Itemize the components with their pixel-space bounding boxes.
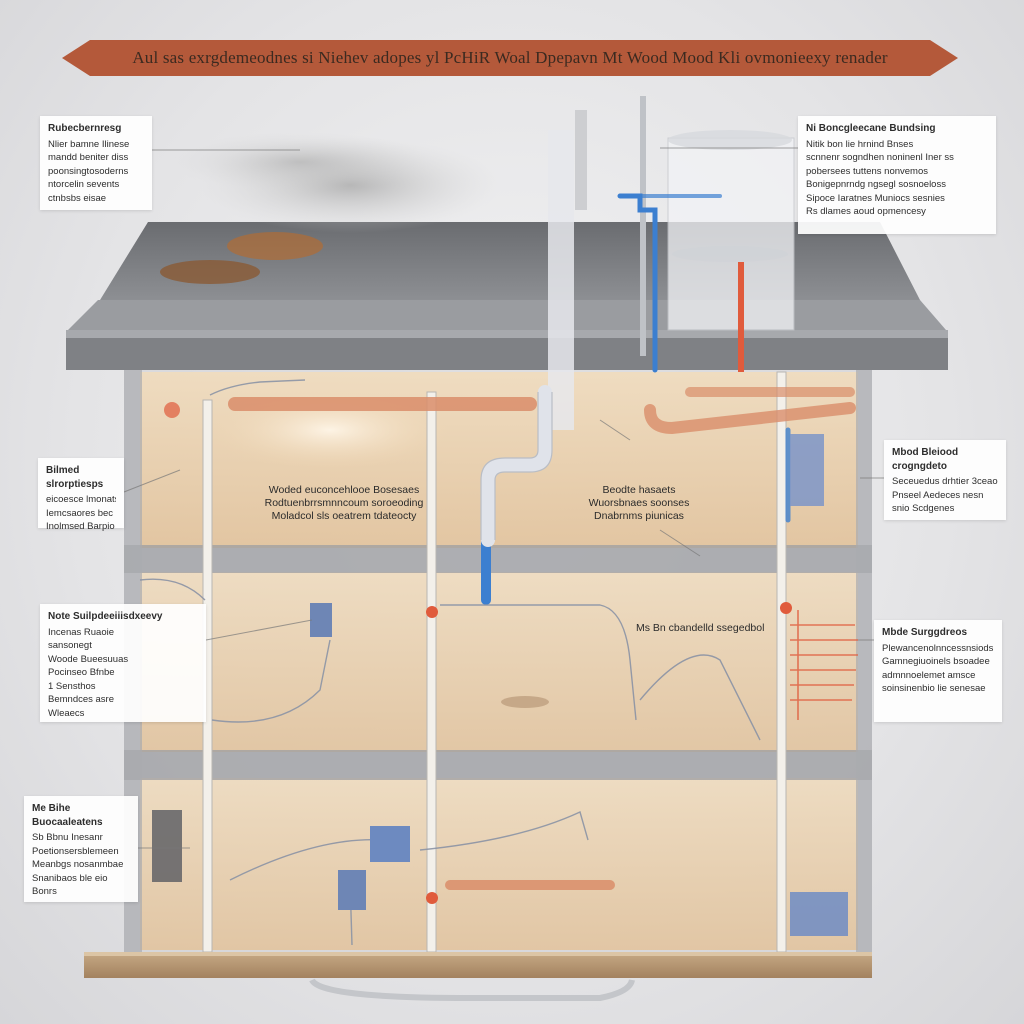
fan-unit <box>310 603 332 637</box>
connector-2 <box>780 602 792 614</box>
grill-panel <box>152 810 182 882</box>
callout-line: Meanbgs nosanmbae <box>32 859 124 870</box>
control-box-right <box>790 434 824 506</box>
callout-line: Sipoce Iaratnes Muniocs sesnies <box>806 192 945 204</box>
callout-head: Mbod Bleiood crogngdeto <box>892 447 959 472</box>
callout-line: Inolmsed Barpio seem <box>46 521 116 532</box>
callout-line: Bonrs <box>32 886 57 897</box>
callout-line: mandd beniter diss <box>48 152 129 163</box>
section-label-line: Ms Bn cbandelld ssegedbol <box>636 622 765 634</box>
floor-slab-1 <box>124 545 872 573</box>
callout-line: admnnoelemet amsce <box>882 669 976 681</box>
roof-vent-2 <box>227 232 323 260</box>
callout-line: Incenas Ruaoie <box>48 626 115 638</box>
callout-head: Mbde Surggdreos <box>882 627 968 638</box>
callout-line: Wleaecs <box>48 707 85 719</box>
callout-right-2: Mbde Surggdreos Plewancenolnncessnsiods … <box>874 620 1002 722</box>
control-boxes <box>152 402 848 936</box>
callout-line: Woode Bueesuuas <box>48 653 129 665</box>
heat-ducts <box>228 387 856 890</box>
post-center <box>426 391 437 953</box>
vent-pipe <box>481 385 552 547</box>
pump-box <box>338 870 366 910</box>
callout-line: Pnseel Aedeces nesn <box>892 489 984 501</box>
callout-top-left: Rubecbernresg Nlier bamne Ilinese mandd … <box>40 116 152 210</box>
middle-floor-wall <box>140 572 858 752</box>
callout-mid-left: Bilmed slrorptiesps eicoesce lmonatsc Ie… <box>38 458 124 532</box>
building-frame <box>124 368 872 956</box>
callout-line: Nitik bon lie hrnind Bnses <box>806 138 914 150</box>
callout-line: Bonigepnrndg ngsegl sosnoeloss <box>806 179 946 190</box>
callout-line: Pocinseo Bfnbe <box>48 667 115 678</box>
callout-mid-right: Mbod Bleiood crogngdeto Seceuedus drhtie… <box>884 440 1006 520</box>
chimney-stack <box>548 110 587 430</box>
callout-line: ntorcelin sevents <box>48 179 120 190</box>
leader-lines <box>123 147 884 849</box>
callout-line: 1 Sensthos <box>48 680 96 692</box>
callout-left-2: Note Suilpdeeiiisdxeevy Incenas Ruaoie s… <box>40 604 206 722</box>
callout-line: Plewancenolnncessnsiods <box>882 642 994 654</box>
callout-line: Snanibaos ble eio <box>32 872 108 884</box>
callout-line: pobersees tuttens nonvemos <box>806 165 928 177</box>
callout-line: poonsingtosoderns <box>48 165 129 177</box>
callout-head: Rubecbernresg <box>48 123 122 134</box>
callout-line: scnnenr sogndhen noninenl Iner ss <box>806 152 954 163</box>
callout-line: Poetionsersblemeen <box>32 845 119 857</box>
callout-bottom-left: Me Bihe Buocaaleatens Sb Bbnu Inesanr Po… <box>24 796 138 902</box>
connector-3 <box>426 892 438 904</box>
banner-ribbon <box>62 40 958 76</box>
callout-line: sansonegt <box>48 640 92 651</box>
junction-box <box>790 892 848 936</box>
callout-line: Sb Bbnu Inesanr <box>32 832 103 843</box>
section-label-line: Woded euconcehlooe Bosesaes <box>268 484 420 496</box>
callout-line: Gamnegiuoinels bsoadee <box>882 656 990 667</box>
callout-line: ctnbsbs eisae <box>48 192 107 204</box>
roof-vent-1 <box>160 260 260 284</box>
heating-coil <box>790 610 858 720</box>
banner-title: Aul sas exrgdemeodnes si Niehev adopes y… <box>132 48 888 67</box>
water-tank <box>640 96 795 372</box>
section-label-upper-right: Beodte hasaets Wuorsbnaes soonses Dnabrn… <box>574 484 704 523</box>
callout-line: eicoesce lmonatsc <box>46 494 116 505</box>
callout-head: Note Suilpdeeiiisdxeevy <box>48 611 163 622</box>
callout-top-right: Ni Boncgleecane Bundsing Nitik bon lie h… <box>798 116 996 234</box>
title-banner: Aul sas exrgdemeodnes si Niehev adopes y… <box>62 40 958 76</box>
section-label-line: Beodte hasaets <box>602 484 676 496</box>
callout-head: Ni Boncgleecane Bundsing <box>806 123 936 134</box>
smoke-plume <box>170 132 500 233</box>
callout-head: Bilmed slrorptiesps <box>46 465 104 490</box>
callout-head: Me Bihe Buocaaleatens <box>32 803 103 828</box>
post-right <box>776 371 787 953</box>
connector-1 <box>426 606 438 618</box>
callout-line: Iemcsaores bec <box>46 507 114 519</box>
roof <box>66 222 948 370</box>
section-label-line: Wuorsbnaes soonses <box>588 497 690 509</box>
section-label-upper-left: Woded euconcehlooe Bosesaes Rodtuenbrrsm… <box>244 484 444 523</box>
lower-floor-wall <box>140 778 858 950</box>
section-label-line: Rodtuenbrrsmnncoum soroeoding <box>264 497 424 509</box>
section-label-line: Moladcol sls oeatrem tdateocty <box>271 510 417 522</box>
burner-box <box>370 826 410 862</box>
callout-line: Rs dlames aoud opmencesy <box>806 206 926 217</box>
floor-slab-2 <box>124 750 872 780</box>
callout-line: Bemndces asre <box>48 694 115 705</box>
base-platform <box>84 952 872 1001</box>
callout-line: Nlier bamne Ilinese <box>48 138 130 150</box>
connector-4 <box>164 402 180 418</box>
section-label-line: Dnabrnms piunicas <box>594 510 684 522</box>
callout-line: snio Scdgenes <box>892 503 955 514</box>
callout-line: soinsinenbio lie senesae <box>882 683 986 694</box>
callout-line: Seceuedus drhtier 3ceao <box>892 476 998 487</box>
section-label-middle-right: Ms Bn cbandelld ssegedbol <box>636 622 765 635</box>
